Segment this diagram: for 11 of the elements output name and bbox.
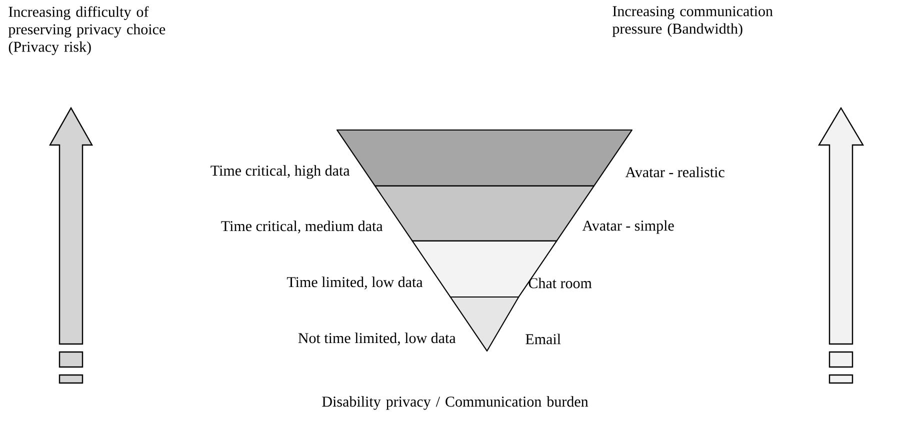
band-label: Avatar - realistic xyxy=(625,166,724,178)
band-label: Chat room xyxy=(528,278,592,288)
band-label: Not time limited, low data xyxy=(298,332,456,346)
band-label: Avatar - simple xyxy=(582,220,674,234)
axis-title: Disability privacy / Communication burden xyxy=(322,396,588,410)
axis-title: Increasing difficulty of preserving privacy choice (Privacy risk) xyxy=(8,6,166,55)
band-label: Time limited, low data xyxy=(286,276,423,290)
band-label: Time critical, medium data xyxy=(221,220,383,234)
band-label: Time critical, high data xyxy=(210,165,350,179)
band-label: Email xyxy=(526,334,561,344)
axis-title: Increasing communication pressure (Bandwidth) xyxy=(612,6,773,37)
